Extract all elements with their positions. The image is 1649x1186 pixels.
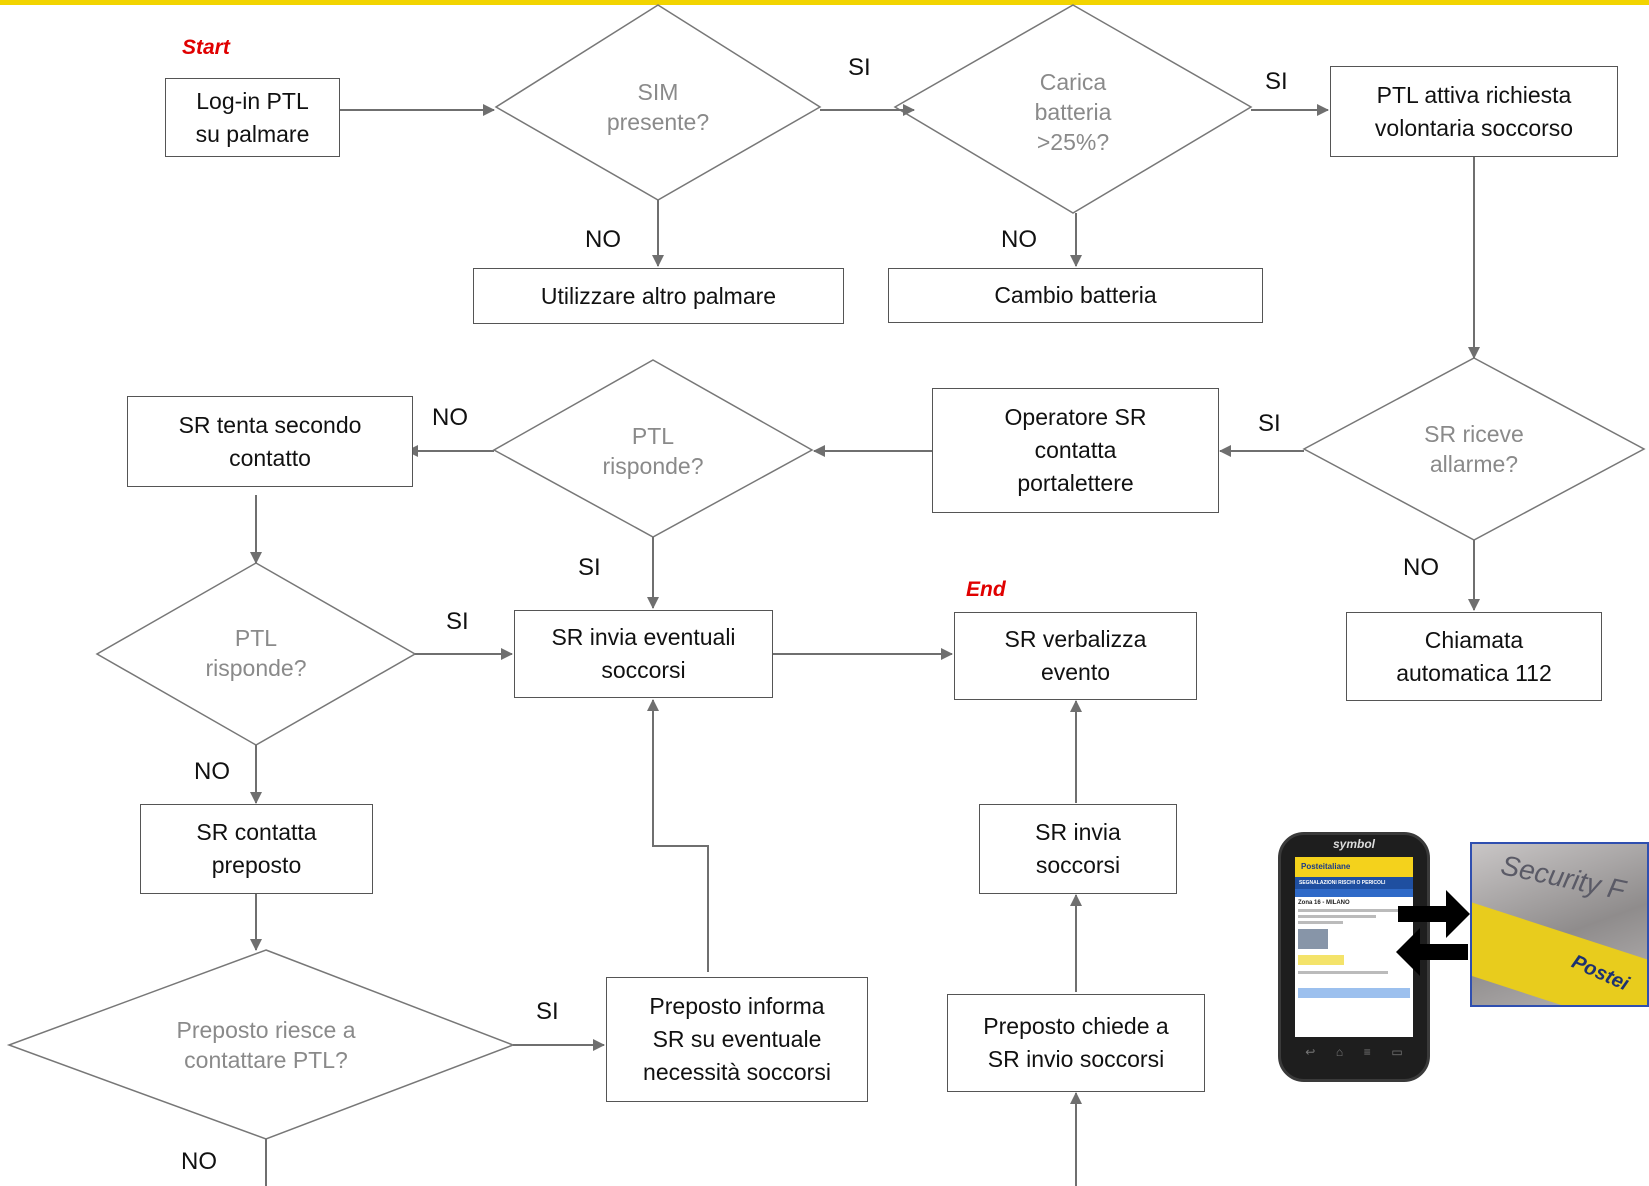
menu-icon: ≡	[1363, 1045, 1371, 1059]
box-sr-verbalizza: SR verbalizza evento	[954, 612, 1197, 700]
home-icon: ⌂	[1335, 1045, 1344, 1059]
device-app-tabs	[1295, 889, 1413, 897]
label-batteria-si: SI	[1265, 68, 1288, 95]
label-ptl1-no: NO	[432, 404, 468, 431]
box-preposto-chiede: Preposto chiede a SR invio soccorsi	[947, 994, 1205, 1092]
decision-sim-text: SIM presente?	[606, 79, 710, 135]
label-ptl1-si: SI	[578, 554, 601, 581]
box-sr-tenta: SR tenta secondo contatto	[127, 396, 413, 487]
device-app-body: Zona 16 - MILANO	[1295, 897, 1413, 1001]
start-marker: Start	[182, 36, 230, 59]
decision-preposto-riesce-text: Preposto riesce a contattare PTL?	[176, 1017, 356, 1073]
label-batteria-no: NO	[1001, 226, 1037, 253]
photo-security-text: Security F	[1498, 849, 1628, 906]
device-yellow-button	[1298, 955, 1344, 965]
device-photo-thumbnail	[1298, 929, 1328, 949]
box-chiamata-112: Chiamata automatica 112	[1346, 612, 1602, 701]
device-nav-bar: ↩ ⌂ ≡ ▭	[1295, 1041, 1413, 1063]
box-cambio-batteria: Cambio batteria	[888, 268, 1263, 323]
recent-apps-icon: ▭	[1391, 1045, 1403, 1059]
device-app-header: Posteitaliane	[1295, 857, 1413, 877]
box-sr-contatta-preposto: SR contatta preposto	[140, 804, 373, 894]
box-operatore-sr: Operatore SR contatta portalettere	[932, 388, 1219, 513]
security-photo: Security F Postei	[1470, 842, 1649, 1007]
decision-sr-riceve-text: SR riceve allarme?	[1424, 421, 1524, 477]
label-sr-riceve-si: SI	[1258, 410, 1281, 437]
label-sim-no: NO	[585, 226, 621, 253]
device-app-subheader: SEGNALAZIONI RISCHI O PERICOLI	[1295, 877, 1413, 889]
back-icon: ↩	[1305, 1045, 1316, 1059]
device-text-line	[1298, 971, 1388, 974]
box-login: Log-in PTL su palmare	[165, 78, 340, 157]
label-preposto-no: NO	[181, 1148, 217, 1175]
device-text-line	[1298, 915, 1377, 918]
label-preposto-si: SI	[536, 998, 559, 1025]
device-brand: symbol	[1332, 837, 1375, 851]
decision-ptl-risponde-1-text: PTL risponde?	[602, 423, 704, 479]
device-text-line	[1298, 909, 1399, 912]
label-sr-riceve-no: NO	[1403, 554, 1439, 581]
decision-batteria-text: Carica batteria >25%?	[1034, 69, 1112, 155]
handheld-device-icon: symbol Posteitaliane SEGNALAZIONI RISCHI…	[1278, 832, 1430, 1082]
device-blue-button	[1298, 988, 1410, 998]
box-altro-palmare: Utilizzare altro palmare	[473, 268, 844, 324]
box-ptl-attiva: PTL attiva richiesta volontaria soccorso	[1330, 66, 1618, 157]
end-marker: End	[966, 578, 1006, 601]
label-sim-si: SI	[848, 54, 871, 81]
label-ptl2-no: NO	[194, 758, 230, 785]
device-screen: Posteitaliane SEGNALAZIONI RISCHI O PERI…	[1295, 857, 1413, 1037]
device-text-line	[1298, 921, 1343, 924]
edge-informa-invia	[647, 699, 709, 972]
top-accent-bar	[0, 0, 1649, 5]
swap-arrows-icon	[1396, 890, 1470, 976]
decision-ptl-risponde-2-text: PTL risponde?	[205, 625, 307, 681]
box-preposto-informa: Preposto informa SR su eventuale necessi…	[606, 977, 868, 1102]
box-sr-invia-soccorsi: SR invia soccorsi	[979, 804, 1177, 894]
label-ptl2-si: SI	[446, 608, 469, 635]
decision-batteria	[893, 4, 1253, 214]
device-zone-text: Zona 16 - MILANO	[1298, 900, 1350, 906]
box-sr-invia-eventuali: SR invia eventuali soccorsi	[514, 610, 773, 698]
